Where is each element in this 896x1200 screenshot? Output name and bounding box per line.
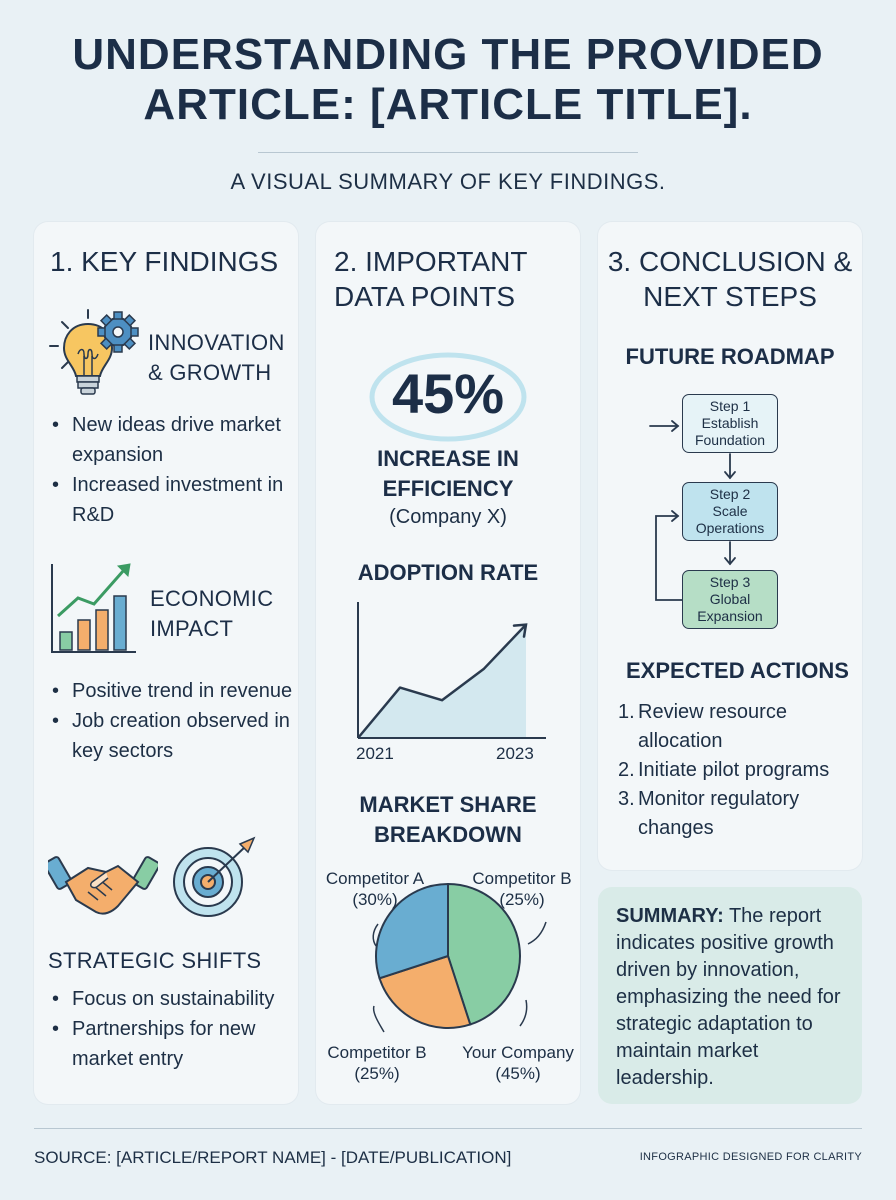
lightbulb-gear-icon (49, 309, 139, 395)
stat-ring (369, 352, 527, 442)
stat-label: INCREASE IN EFFICIENCY (316, 444, 580, 504)
economic-title-line1: ECONOMIC (150, 586, 274, 611)
actions-title: EXPECTED ACTIONS (626, 658, 849, 683)
stat-label-line1: INCREASE IN (377, 446, 519, 471)
action-number: 3. (618, 788, 635, 810)
roadmap-step-3-line2: Global (709, 591, 751, 607)
action-text: Initiate pilot programs (638, 759, 830, 781)
designed-note: INFOGRAPHIC DESIGNED FOR CLARITY (639, 1151, 862, 1163)
economic-title-line2: IMPACT (150, 616, 234, 641)
roadmap-step-1-label: Step 1 (709, 398, 751, 414)
pie-label-competitor-b-top: Competitor B (25%) (464, 868, 580, 910)
page-subtitle: A VISUAL SUMMARY OF KEY FINDINGS. (230, 169, 666, 194)
roadmap-step-2: Step 2 Scale Operations (682, 482, 778, 541)
handshake-icon (48, 856, 158, 915)
pie-slice-competitor-b (378, 954, 472, 1029)
pie-label-competitor-a-value: (30%) (352, 890, 398, 909)
title-divider (258, 152, 638, 153)
list-item: Increased investment in R&D (48, 470, 288, 530)
pie-label-competitor-b-top-name: Competitor B (472, 869, 572, 888)
adoption-area (358, 624, 526, 738)
roadmap-step-2-line2: Scale (712, 503, 748, 519)
innovation-title: INNOVATION & GROWTH (148, 328, 285, 388)
footer-divider (34, 1128, 862, 1129)
market-title-line2: BREAKDOWN (374, 822, 522, 847)
action-text: Review resource allocation (638, 701, 787, 752)
action-number: 1. (618, 701, 635, 723)
page-title: UNDERSTANDING THE PROVIDED ARTICLE: [ART… (72, 30, 824, 129)
innovation-title-line1: INNOVATION (148, 330, 285, 355)
economic-bullets: Positive trend in revenue Job creation o… (48, 676, 298, 766)
roadmap-step-3-label: Step 3 (709, 574, 751, 590)
innovation-title-line2: & GROWTH (148, 360, 272, 385)
list-item: Focus on sustainability (48, 984, 298, 1014)
summary-text-block: SUMMARY: The report indicates positive g… (616, 903, 852, 1092)
roadmap-step-3-line3: Expansion (697, 608, 763, 624)
list-item: Positive trend in revenue (48, 676, 298, 706)
roadmap-step-1: Step 1 Establish Foundation (682, 394, 778, 453)
conclusion-heading-line2: NEXT STEPS (643, 281, 817, 312)
adoption-x-end: 2023 (496, 744, 534, 763)
summary-text: The report indicates positive growth dri… (616, 905, 841, 1089)
adoption-title: ADOPTION RATE (357, 560, 539, 585)
pie-label-competitor-a: Competitor A (30%) (320, 868, 430, 910)
roadmap-step-2-label: Step 2 (709, 486, 751, 502)
list-item: 1.Review resource allocation (618, 698, 854, 756)
pie-slice-competitor-a (375, 882, 449, 980)
market-title: MARKET SHARE BREAKDOWN (316, 790, 580, 850)
action-number: 2. (618, 759, 635, 781)
list-item: 2.Initiate pilot programs (618, 756, 854, 785)
list-item: 3.Monitor regulatory changes (618, 785, 854, 843)
stat-label-line2: EFFICIENCY (382, 476, 514, 501)
actions-list: 1.Review resource allocation 2.Initiate … (618, 698, 854, 843)
roadmap-step-1-line3: Foundation (694, 432, 766, 448)
list-item: New ideas drive market expansion (48, 410, 288, 470)
target-icon (173, 836, 256, 917)
summary-panel: SUMMARY: The report indicates positive g… (598, 887, 862, 1104)
pie-label-your-company: Your Company (45%) (456, 1042, 580, 1084)
bar-chart-trend-icon (51, 563, 136, 653)
pie-label-competitor-b-value: (25%) (354, 1064, 400, 1083)
roadmap-title: FUTURE ROADMAP (625, 344, 835, 369)
data-points-heading: 2. IMPORTANT DATA POINTS (334, 244, 527, 314)
key-findings-heading: 1. KEY FINDINGS (50, 246, 279, 277)
roadmap-step-1-line2: Establish (701, 415, 759, 431)
data-points-heading-line2: DATA POINTS (334, 281, 515, 312)
innovation-bullets: New ideas drive market expansion Increas… (48, 410, 288, 530)
stat-note: (Company X) (389, 506, 507, 528)
stat-value: 45% (391, 362, 505, 425)
source-text: SOURCE: [ARTICLE/REPORT NAME] - [DATE/PU… (34, 1148, 512, 1167)
header: UNDERSTANDING THE PROVIDED ARTICLE: [ART… (0, 30, 896, 195)
roadmap-step-3: Step 3 Global Expansion (682, 570, 778, 629)
pie-label-competitor-b-name: Competitor B (327, 1043, 427, 1062)
economic-title: ECONOMIC IMPACT (150, 584, 273, 644)
data-points-panel: 2. IMPORTANT DATA POINTS 45% INCREASE IN… (316, 222, 580, 1104)
pie-label-competitor-b-top-value: (25%) (499, 890, 545, 909)
key-findings-panel: 1. KEY FINDINGS (34, 222, 298, 1104)
adoption-arrow (512, 623, 528, 638)
summary-label: SUMMARY: (616, 905, 724, 927)
roadmap-step-2-line3: Operations (695, 520, 765, 536)
conclusion-heading-line1: 3. CONCLUSION & (607, 246, 853, 277)
action-text: Monitor regulatory changes (638, 788, 800, 839)
roadmap-connectors (649, 420, 736, 601)
market-title-line1: MARKET SHARE (359, 792, 537, 817)
market-pie-chart (372, 882, 547, 1033)
list-item: Partnerships for new market entry (48, 1014, 298, 1074)
adoption-chart (357, 602, 546, 739)
strategic-title: STRATEGIC SHIFTS (48, 948, 262, 973)
pie-label-your-company-value: (45%) (495, 1064, 541, 1083)
conclusion-panel: 3. CONCLUSION & NEXT STEPS FUTURE ROADMA… (598, 222, 862, 870)
adoption-x-start: 2021 (356, 744, 394, 763)
strategic-bullets: Focus on sustainability Partnerships for… (48, 984, 298, 1074)
pie-label-competitor-a-name: Competitor A (325, 869, 425, 888)
data-points-heading-line1: 2. IMPORTANT (334, 246, 528, 277)
pie-label-competitor-b: Competitor B (25%) (320, 1042, 434, 1084)
pie-label-your-company-name: Your Company (462, 1043, 574, 1062)
pie-slice-your-company (447, 882, 521, 1026)
adoption-line (357, 623, 527, 739)
conclusion-heading: 3. CONCLUSION & NEXT STEPS (598, 244, 862, 314)
list-item: Job creation observed in key sectors (48, 706, 298, 766)
